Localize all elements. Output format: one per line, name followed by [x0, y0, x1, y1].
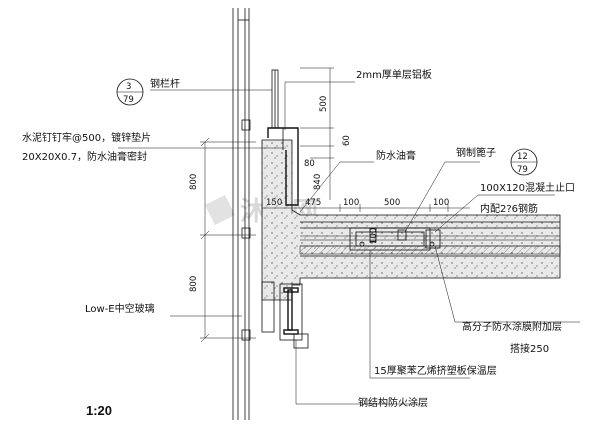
label-nail-line2: 20X20X0.7，防水油膏密封 — [22, 150, 147, 163]
scale-label: 1:20 — [86, 403, 112, 418]
callout-left-top: 3 — [126, 82, 131, 92]
parapet-concrete — [261, 139, 561, 301]
callout-left-bottom: 79 — [123, 95, 134, 105]
dim-150: 150 — [266, 198, 282, 208]
steel-beam — [261, 281, 309, 349]
railing-post — [271, 69, 279, 129]
dim-500: 500 — [319, 96, 329, 112]
label-insulation: 15厚聚苯乙烯挤塑板保温层 — [374, 364, 497, 377]
dimensions-left: 800 800 — [189, 137, 256, 343]
dimensions-horizontal: 150 475 100 500 100 100 — [261, 198, 470, 244]
label-aluminum: 2mm厚单层铝板 — [356, 68, 432, 81]
dim-800-lower: 800 — [189, 276, 199, 292]
dim-60: 60 — [342, 135, 352, 146]
dim-100-right: 100 — [433, 198, 449, 208]
label-rebar: 内配2?6钢筋 — [480, 202, 538, 215]
dim-100-left: 100 — [343, 198, 359, 208]
drain-gutter — [349, 227, 441, 251]
dim-100-vertical: 100 — [369, 228, 379, 244]
label-membrane-line2: 搭接250 — [510, 342, 549, 355]
dim-475: 475 — [305, 198, 321, 208]
aluminum-cladding — [267, 127, 299, 206]
callout-left: 3 79 — [116, 78, 144, 106]
label-waterproof-paste: 防水油膏 — [376, 149, 416, 162]
label-steel-grate: 钢制篦子 — [456, 146, 496, 159]
curtain-wall — [232, 8, 251, 420]
label-nail-line1: 水泥钉钉牢@500，镀锌垫片 — [22, 131, 151, 144]
label-lowe-glass: Low-E中空玻璃 — [85, 302, 155, 315]
label-railing: 钢栏杆 — [150, 77, 180, 90]
label-fireproof: 钢结构防火涂层 — [358, 396, 428, 409]
callout-right: 12 79 — [510, 148, 538, 176]
callout-right-bottom: 79 — [517, 165, 528, 175]
dim-500-gutter: 500 — [384, 198, 400, 208]
dim-80: 80 — [304, 159, 315, 169]
dimensions-parapet: 500 60 80 840 — [300, 67, 352, 200]
leader-lines — [118, 81, 580, 405]
callout-right-top: 12 — [517, 152, 528, 162]
dim-800-upper: 800 — [189, 174, 199, 190]
label-membrane-line1: 高分子防水涂膜附加层 — [462, 320, 562, 333]
dim-840: 840 — [313, 174, 323, 190]
label-curb: 100X120混凝土止口 — [480, 181, 575, 194]
